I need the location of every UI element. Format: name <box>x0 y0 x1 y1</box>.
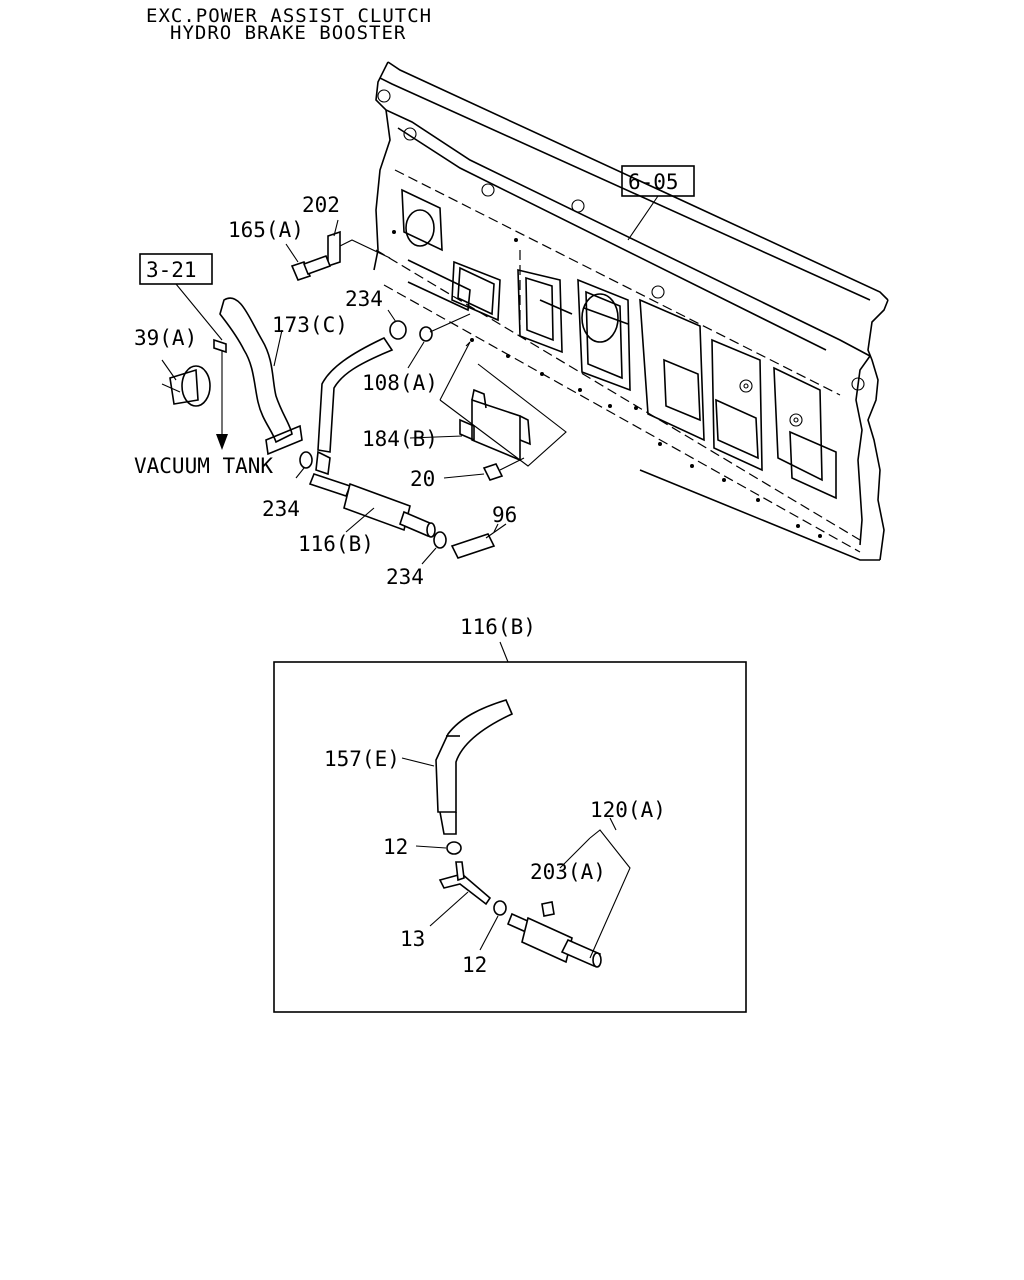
hose-center <box>317 336 394 453</box>
vacuum-tank-arrow <box>213 338 228 450</box>
nut-108a <box>419 326 433 342</box>
ref-label-6-05: 6-05 <box>628 170 679 194</box>
pipe-116b <box>308 450 436 538</box>
callout-203a: 203(A) <box>530 860 606 884</box>
callout-234-top: 234 <box>345 287 383 311</box>
callout-120a: 120(A) <box>590 798 666 822</box>
clip-39a <box>161 359 211 407</box>
hose-157e <box>401 699 514 835</box>
callout-96: 96 <box>492 503 517 527</box>
callout-173c: 173(C) <box>272 313 348 337</box>
callout-165a: 165(A) <box>228 218 304 242</box>
clamp-234-top <box>389 320 407 340</box>
callout-20: 20 <box>410 467 435 491</box>
hose-173c <box>219 297 293 444</box>
hose-96 <box>450 533 496 559</box>
callout-157e: 157(E) <box>324 747 400 771</box>
clamp-234-left <box>299 451 313 469</box>
callout-12-bottom: 12 <box>462 953 487 977</box>
washer-202 <box>327 230 341 268</box>
callout-234-left: 234 <box>262 497 300 521</box>
clamp-12-top <box>446 841 462 855</box>
nut-20 <box>443 457 525 481</box>
cab-front-panel <box>373 61 889 561</box>
clamp-234-bottom <box>433 531 447 549</box>
callout-234-bottom: 234 <box>386 565 424 589</box>
callout-108a: 108(A) <box>362 371 438 395</box>
header-line-1: EXC.POWER ASSIST CLUTCH <box>146 5 432 27</box>
plug-203a <box>541 901 555 917</box>
detail-title: 116(B) <box>460 615 536 639</box>
header-line-2: HYDRO BRAKE BOOSTER <box>170 22 406 44</box>
callout-116b: 116(B) <box>298 532 374 556</box>
vacuum-tank-label: VACUUM TANK <box>134 454 273 478</box>
callout-184b: 184(B) <box>362 427 438 451</box>
tee-fitting-13 <box>429 861 492 927</box>
bolt-165a <box>285 243 332 281</box>
callout-202: 202 <box>302 193 340 217</box>
callout-12-top: 12 <box>383 835 408 859</box>
detail-box <box>273 661 747 1013</box>
callout-39a: 39(A) <box>134 326 197 350</box>
ref-label-3-21: 3-21 <box>146 258 197 282</box>
clamp-12-bottom <box>493 900 507 916</box>
callout-13: 13 <box>400 927 425 951</box>
pipe-120a <box>506 817 631 968</box>
